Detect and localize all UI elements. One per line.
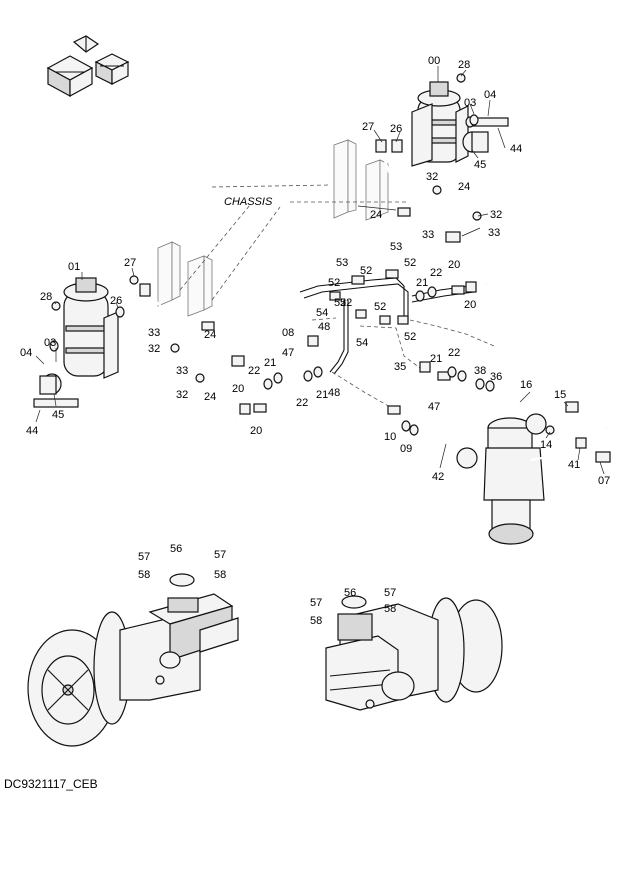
part-number-label: 58 (310, 615, 322, 627)
part-number-label: 22 (430, 267, 442, 279)
part-number-label: 52 (334, 297, 346, 309)
part-number-label: 52 (360, 265, 372, 277)
part-number-label: 52 (340, 297, 352, 309)
part-number-label: 38 (474, 365, 486, 377)
swivel-joint (456, 413, 547, 545)
part-number-label: 57 (384, 587, 396, 599)
part-number-label: 24 (370, 209, 382, 221)
part-number-label: 27 (362, 121, 374, 133)
part-number-label: 28 (40, 291, 52, 303)
chassis-dashed-lines (179, 184, 406, 301)
part-number-label: 16 (520, 379, 532, 391)
part-number-label: 21 (430, 353, 442, 365)
part-number-label: 32 (176, 389, 188, 401)
part-number-label: 48 (318, 321, 330, 333)
part-number-label: 57 (310, 597, 322, 609)
part-number-label: 15 (554, 389, 566, 401)
part-number-label: 53 (390, 241, 402, 253)
part-number-label: 44 (510, 143, 522, 155)
part-number-label: 42 (432, 471, 444, 483)
drawing-reference: DC9321117_CEB (4, 777, 98, 791)
part-number-label: 07 (598, 475, 610, 487)
part-number-label: 57 (214, 549, 226, 561)
part-number-label: 09 (400, 443, 412, 455)
part-number-label: 33 (148, 327, 160, 339)
tank-right (411, 81, 509, 167)
part-number-label: 32 (148, 343, 160, 355)
chassis-label-group: CHASSIS (224, 196, 273, 208)
part-number-label: 58 (214, 569, 226, 581)
part-number-label: 52 (404, 331, 416, 343)
part-number-label: 26 (110, 295, 122, 307)
part-number-label: 22 (448, 347, 460, 359)
part-number-label: 20 (464, 299, 476, 311)
part-number-label: 56 (170, 543, 182, 555)
part-number-label: 21 (416, 277, 428, 289)
part-number-label: 47 (428, 401, 440, 413)
part-number-label: 53 (336, 257, 348, 269)
part-number-label: 33 (488, 227, 500, 239)
part-number-label: 52 (328, 277, 340, 289)
part-number-label: 58 (138, 569, 150, 581)
part-number-label: 35 (394, 361, 406, 373)
chassis-brackets (157, 139, 389, 317)
part-number-label: 28 (458, 59, 470, 71)
part-number-label: 48 (328, 387, 340, 399)
part-number-label: 33 (176, 365, 188, 377)
part-number-label: 03 (464, 97, 476, 109)
axle-right (325, 595, 503, 711)
part-number-label: 32 (426, 171, 438, 183)
part-number-label: 27 (124, 257, 136, 269)
chassis-label: CHASSIS (224, 196, 273, 208)
part-number-label: 47 (282, 347, 294, 359)
leader-lines (35, 66, 605, 475)
part-number-label: 21 (264, 357, 276, 369)
part-number-label: 20 (448, 259, 460, 271)
part-number-label: 01 (68, 261, 80, 273)
part-number-label: 52 (404, 257, 416, 269)
part-number-label: 26 (390, 123, 402, 135)
part-number-label: 56 (344, 587, 356, 599)
part-number-label: 14 (540, 439, 552, 451)
part-number-label: 24 (204, 391, 216, 403)
part-number-label: 57 (138, 551, 150, 563)
part-number-label: 04 (484, 89, 496, 101)
logo-icon (46, 35, 130, 98)
part-number-label: 08 (282, 327, 294, 339)
part-number-label: 44 (26, 425, 38, 437)
part-number-label: 41 (568, 459, 580, 471)
part-number-label: 36 (490, 371, 502, 383)
part-number-label: 20 (232, 383, 244, 395)
axle-left (27, 573, 239, 747)
fittings (51, 73, 611, 463)
part-number-label: 22 (248, 365, 260, 377)
part-number-label: 33 (422, 229, 434, 241)
part-number-label: 20 (250, 425, 262, 437)
part-number-label: 10 (384, 431, 396, 443)
part-number-label: 54 (356, 337, 368, 349)
part-number-label: 00 (428, 55, 440, 67)
part-number-label: 03 (44, 337, 56, 349)
part-number-label: 04 (20, 347, 32, 359)
tank-left (33, 277, 119, 408)
part-number-label: 24 (458, 181, 470, 193)
part-number-label: 32 (490, 209, 502, 221)
part-number-label: 22 (296, 397, 308, 409)
part-number-label: 45 (52, 409, 64, 421)
part-number-label: 52 (374, 301, 386, 313)
part-number-label: 58 (384, 603, 396, 615)
part-number-label: 45 (474, 159, 486, 171)
part-number-label: 24 (204, 329, 216, 341)
part-number-label: 21 (316, 389, 328, 401)
part-number-label: 54 (316, 307, 328, 319)
